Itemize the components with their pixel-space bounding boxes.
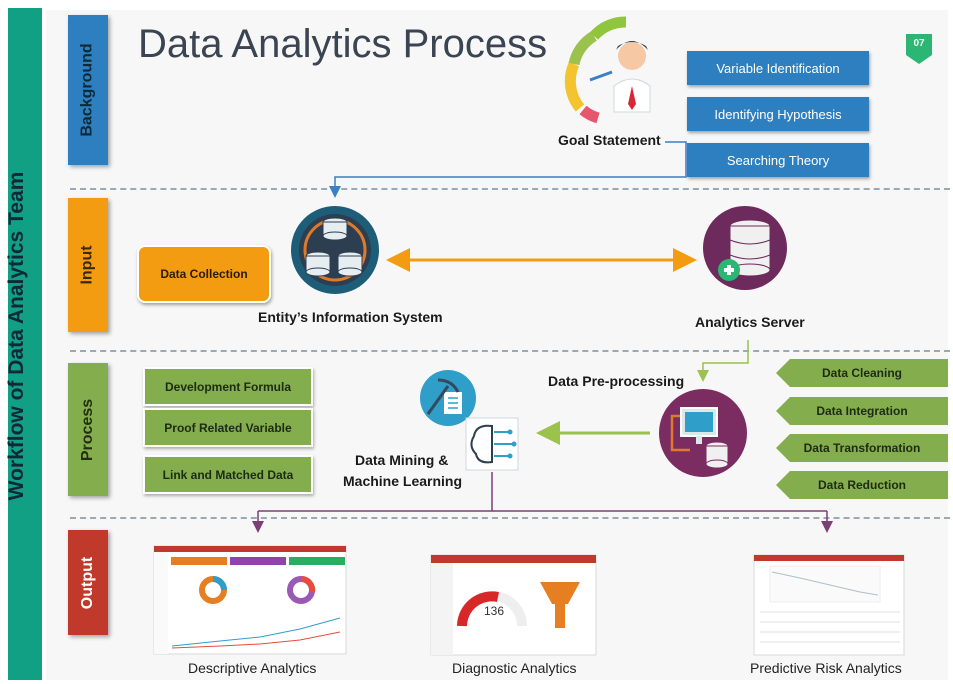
data-cleaning-tag: Data Cleaning <box>776 359 948 387</box>
variable-identification-box: Variable Identification <box>687 51 869 85</box>
speedometer-person-icon <box>564 16 651 124</box>
identifying-hypothesis-box: Identifying Hypothesis <box>687 97 869 131</box>
pickaxe-document-icon <box>420 370 476 426</box>
data-integration-tag: Data Integration <box>776 397 948 425</box>
goal-statement-label: Goal Statement <box>558 132 661 148</box>
data-collection-box: Data Collection <box>137 245 271 303</box>
separator-3 <box>70 517 950 519</box>
separator-1 <box>70 188 950 190</box>
descriptive-analytics-label: Descriptive Analytics <box>188 660 317 676</box>
machine-learning-label: Machine Learning <box>343 473 463 489</box>
data-mining-label: Data Mining & <box>355 452 449 468</box>
brain-circuit-icon <box>465 417 519 471</box>
stage-background: Background <box>68 15 108 165</box>
diagnostic-dashboard-thumbnail <box>430 554 597 656</box>
database-add-icon <box>703 206 787 290</box>
database-stack-icon <box>291 206 379 294</box>
server-to-preprocessing-connector <box>697 340 749 382</box>
predictive-dashboard-thumbnail <box>753 554 905 656</box>
stage-output: Output <box>68 530 108 635</box>
data-reduction-tag: Data Reduction <box>776 471 948 499</box>
data-preprocessing-label: Data Pre-processing <box>548 373 685 389</box>
sidebar-bar <box>8 8 42 680</box>
descriptive-dashboard-thumbnail <box>153 545 347 655</box>
analytics-server-label: Analytics Server <box>695 314 805 330</box>
entity-information-system-label: Entity’s Information System <box>258 309 443 325</box>
link-matched-data-box: Link and Matched Data <box>143 455 313 494</box>
proof-related-variable-box: Proof Related Variable <box>143 408 313 447</box>
searching-theory-box: Searching Theory <box>687 143 869 177</box>
development-formula-box: Development Formula <box>143 367 313 406</box>
diagnostic-analytics-label: Diagnostic Analytics <box>452 660 577 676</box>
gauge-value: 136 <box>484 604 505 618</box>
page-title: Data Analytics Process <box>138 22 548 66</box>
stage-input: Input <box>68 198 108 332</box>
goal-to-entity-connector <box>329 141 687 198</box>
predictive-risk-analytics-label: Predictive Risk Analytics <box>750 660 902 676</box>
mining-to-output-connector <box>252 472 833 533</box>
stage-process: Process <box>68 363 108 496</box>
monitor-database-icon <box>659 389 747 477</box>
data-transformation-tag: Data Transformation <box>776 434 948 462</box>
separator-2 <box>70 350 950 352</box>
